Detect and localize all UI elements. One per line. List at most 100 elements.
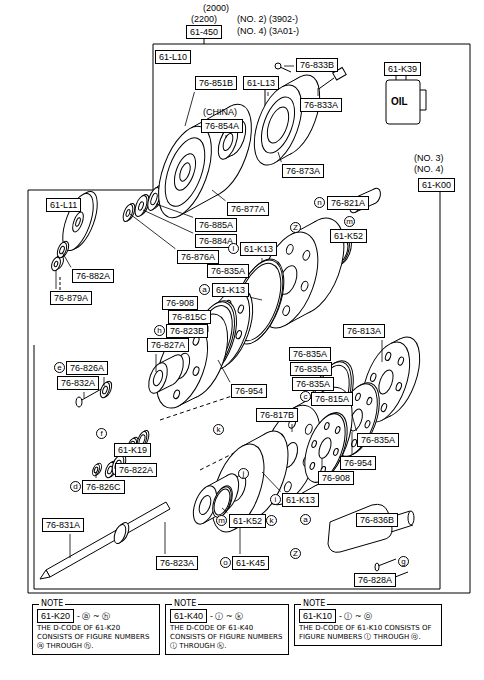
part-hole [397, 356, 404, 366]
bolt-head [375, 563, 379, 571]
callout-letter: a [199, 284, 210, 295]
part-hole [366, 397, 373, 406]
screw-head [275, 63, 281, 69]
part-box: 61-K52 [330, 229, 367, 243]
leader-line [382, 340, 383, 362]
part-number: 61-K13 [216, 285, 245, 295]
part-face [148, 119, 222, 224]
callout-letter: m [216, 515, 227, 526]
part-hole [384, 352, 391, 362]
note-box: NOTETHE D-CODE OF 61-K20 CONSISTS OF FIG… [32, 604, 160, 655]
part-number: 76-826A [70, 363, 104, 373]
compressor-part [202, 424, 299, 539]
dashed-line [60, 276, 61, 290]
variant-label: (CHINA) [203, 107, 237, 118]
leader-line [104, 377, 105, 386]
part-ring [54, 261, 59, 267]
leader-line [156, 204, 193, 217]
part-ring [70, 211, 85, 234]
part-number: 76-876A [181, 252, 215, 262]
part-number: 76-821A [331, 198, 365, 208]
part-hole [237, 304, 244, 314]
part-number: 76-854A [205, 121, 239, 131]
part-box: 61-K52 [229, 514, 266, 528]
part-number: 76-835A [294, 364, 328, 374]
part-number: 76-823A [160, 558, 194, 568]
part-number: 61-K52 [233, 516, 262, 526]
part-number: 61-L10 [159, 52, 187, 62]
shaft [46, 502, 170, 577]
leader-line [318, 88, 319, 96]
part-ring [376, 368, 396, 396]
part-number: 61-450 [190, 27, 218, 37]
leader-line [284, 66, 294, 67]
callout-letter: e [54, 362, 65, 373]
part-hole [173, 389, 181, 399]
callout-letter: l [228, 243, 239, 254]
part-number: 76-815A [315, 394, 349, 404]
part-hole [395, 382, 402, 392]
leader-line [212, 190, 225, 201]
part-box: 61-K13 [282, 493, 319, 507]
part-number: 76-833B [300, 60, 334, 70]
part-number: 76-851B [199, 78, 233, 88]
oil-can [386, 80, 420, 124]
callout-letter: k [266, 515, 277, 526]
part-ring [152, 369, 165, 387]
part-box: 76-836B [356, 513, 398, 527]
part-ring [75, 217, 81, 227]
compressor-part [56, 240, 71, 259]
part-ring [211, 487, 233, 517]
part-number: 76-827A [151, 340, 185, 350]
note-heading: NOTE [39, 599, 65, 609]
variant-label: (2000) [203, 3, 229, 14]
callout-letter: i [270, 494, 281, 505]
part-face [121, 203, 135, 223]
part-number: 76-835A [293, 349, 327, 359]
part-box: 61-K40 [170, 609, 207, 623]
callout-letter: n [314, 197, 325, 208]
part-number: 76-813A [347, 326, 381, 336]
part-number: 76-954 [235, 386, 263, 396]
part-ring [59, 246, 65, 255]
leader-line [352, 415, 356, 431]
compressor-part [121, 202, 137, 223]
note-text: THE D-CODE OF 61-K20 CONSISTS OF FIGURE … [37, 624, 155, 651]
part-face [133, 194, 150, 218]
part-box: 61-K00 [418, 178, 455, 192]
part-number: 61-L11 [50, 200, 77, 210]
callout-letter: j [238, 468, 249, 479]
part-box: 61-L13 [243, 76, 279, 90]
note-heading: NOTE [172, 599, 198, 609]
part-hole [283, 481, 292, 493]
part-box: 76-854A [201, 119, 243, 133]
shaft-tip [40, 570, 50, 579]
part-number: 76-823B [170, 326, 204, 336]
part-ring [102, 386, 108, 395]
part-box: 76-815A [311, 392, 353, 406]
service-valve [328, 504, 392, 552]
part-box: 76-826C [82, 480, 125, 494]
part-number: 76-835A [361, 435, 395, 445]
leader-line [62, 252, 71, 267]
part-box: 76-815C [168, 310, 211, 324]
part-hole [304, 423, 313, 435]
part-box: 76-835A [357, 433, 399, 447]
part-box: 76-835A [290, 362, 332, 376]
variant-label: (NO. 2) (3902-) [237, 14, 298, 25]
bolt-head [76, 397, 82, 407]
part-box: 76-885A [195, 218, 237, 232]
part-number: 76-826C [86, 482, 121, 492]
note-text: THE D-CODE OF 61-K10 CONSISTS OF FIGURE … [299, 624, 437, 642]
note-box: NOTETHE D-CODE OF 61-K10 CONSISTS OF FIG… [294, 604, 442, 646]
part-box: 76-873A [282, 164, 324, 178]
part-box: 76-831A [42, 518, 84, 532]
part-hole [324, 422, 330, 430]
part-ring [150, 193, 159, 206]
part-box: 76-823A [156, 556, 198, 570]
compressor-part [112, 521, 131, 545]
leader-line [165, 522, 166, 554]
part-face [99, 381, 112, 399]
part-number: 76-815C [172, 312, 207, 322]
part-hole [282, 305, 291, 317]
